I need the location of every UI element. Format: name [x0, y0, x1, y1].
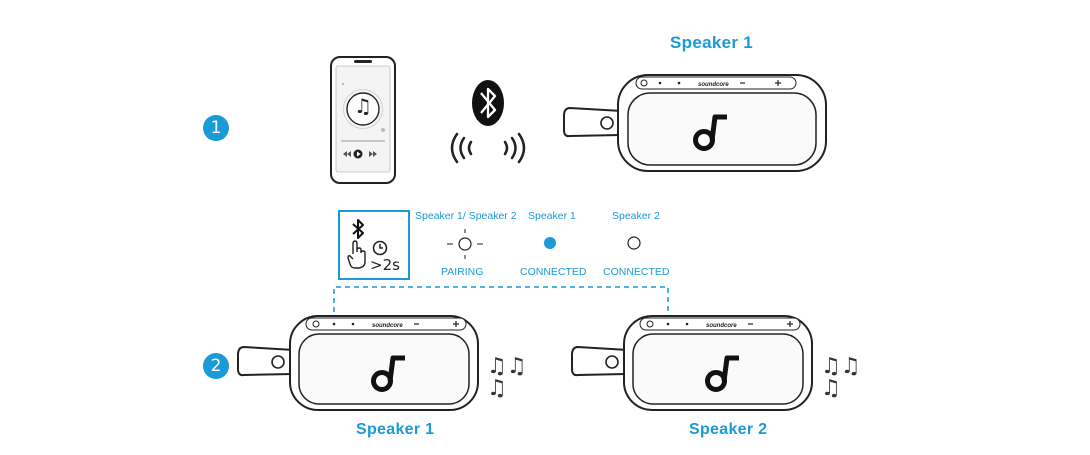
- press-bluetooth-button-instruction: >2s: [338, 210, 410, 280]
- solid-blue-led-icon: [544, 237, 556, 249]
- clock-icon: [372, 240, 388, 256]
- led-state-header: Speaker 1: [528, 210, 576, 222]
- speaker-1-label: Speaker 1: [356, 421, 435, 438]
- blinking-white-led-icon: [447, 229, 483, 259]
- led-state-header: Speaker 2: [612, 210, 660, 222]
- step-1-badge: 1: [203, 115, 229, 141]
- signal-waves-icon: [450, 132, 526, 164]
- speaker-2-label: Speaker 2: [689, 421, 768, 438]
- hand-press-icon: [347, 240, 366, 269]
- dashed-connector-line: [333, 286, 669, 321]
- speaker-1-illustration: soundcore: [237, 315, 479, 411]
- speaker-1-brand-text: soundcore: [372, 323, 403, 329]
- bluetooth-icon: [472, 80, 504, 126]
- speaker-1-brand-text: soundcore: [698, 82, 729, 88]
- led-state-status: CONNECTED: [603, 266, 670, 278]
- speaker-1-title: Speaker 1: [670, 33, 754, 52]
- speaker-2-brand-text: soundcore: [706, 323, 737, 329]
- solid-white-led-icon: [627, 236, 641, 250]
- led-state-header: Speaker 1/ Speaker 2: [415, 210, 517, 222]
- music-note-icon: ♫: [354, 94, 372, 118]
- step-2-badge: 2: [203, 353, 229, 379]
- press-duration-label: >2s: [370, 256, 400, 274]
- led-state-status: CONNECTED: [520, 266, 587, 278]
- music-notes-icon: ♫♫♫: [487, 354, 527, 401]
- speaker-2-illustration: soundcore: [571, 315, 813, 411]
- music-notes-icon: ♫♫♫: [821, 354, 861, 401]
- speaker-1-top-illustration: soundcore: [563, 74, 827, 172]
- smartphone-illustration: [330, 56, 396, 184]
- led-state-status: PAIRING: [441, 266, 484, 278]
- bluetooth-icon: [352, 219, 364, 239]
